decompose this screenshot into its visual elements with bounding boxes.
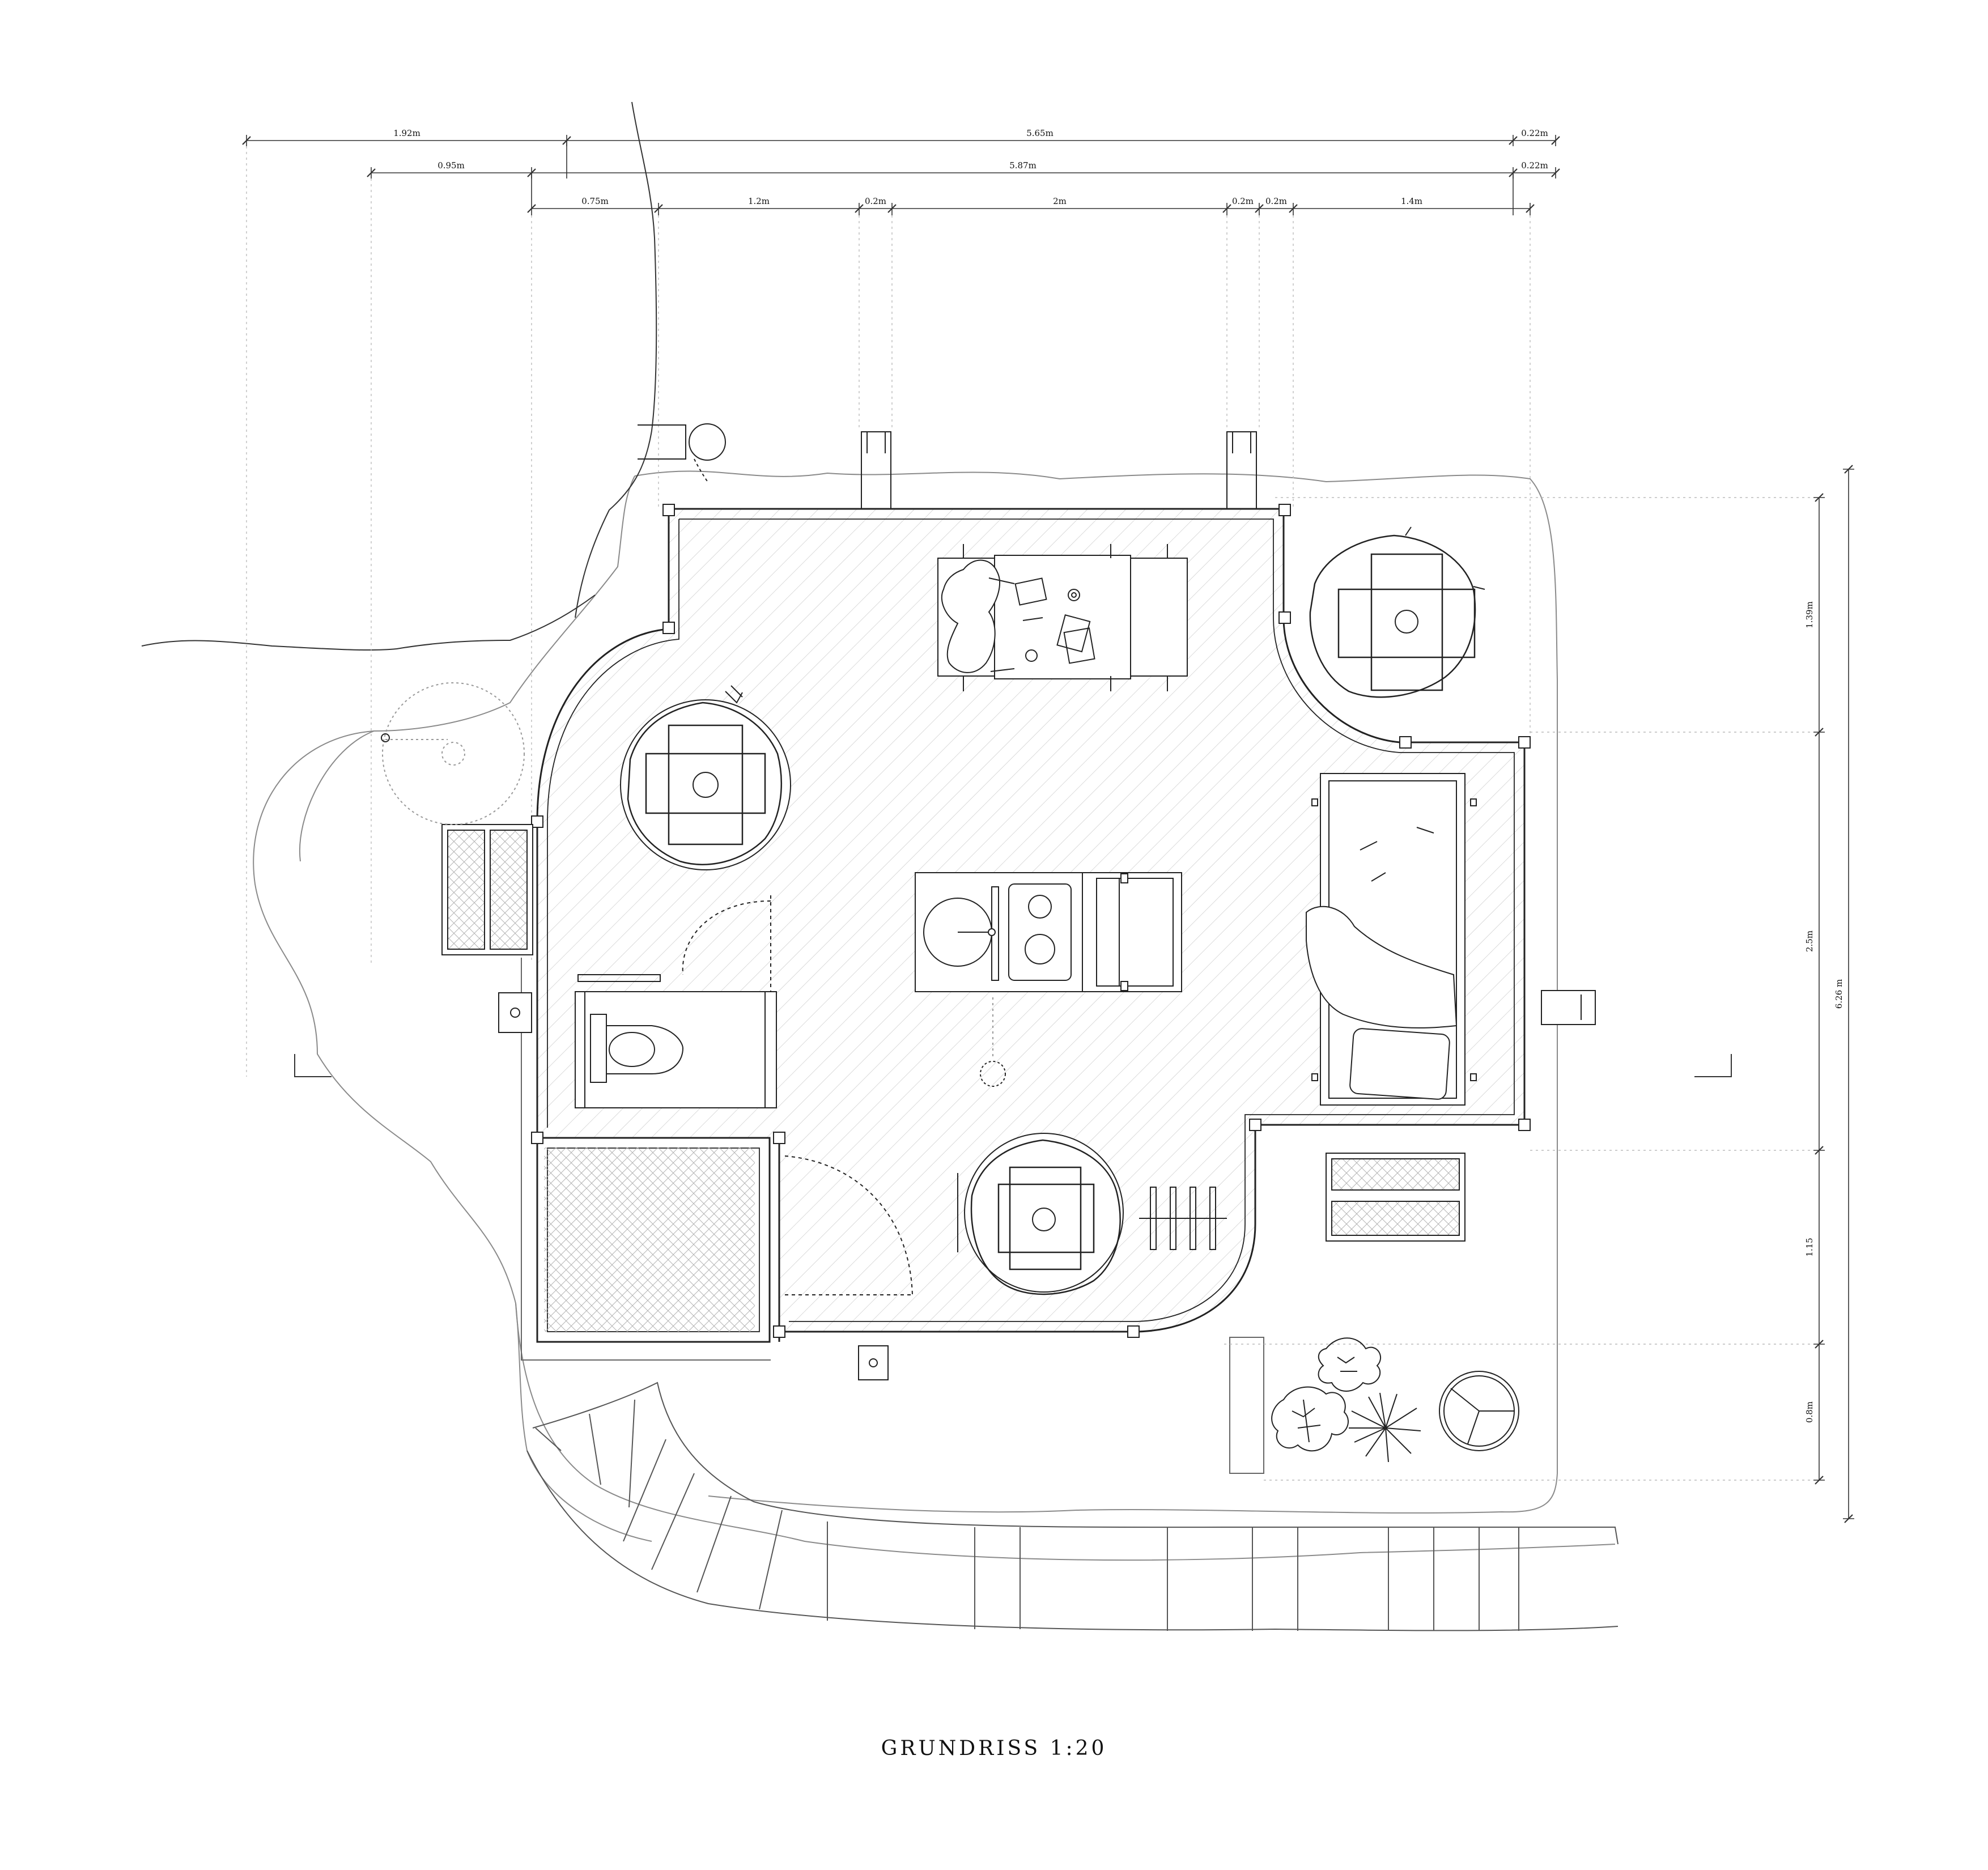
dim-label: 0.2m <box>1265 196 1287 206</box>
dim-label: 0.2m <box>865 196 886 206</box>
firewood-rack <box>1139 1187 1227 1250</box>
plant-icon <box>1271 1337 1421 1463</box>
drawing-title: GRUNDRISS 1:20 <box>881 1737 1107 1760</box>
section-markers <box>294 1054 1732 1077</box>
bathroom <box>544 895 1006 1332</box>
dim-label: 5.87m <box>1009 160 1037 171</box>
person-at-desk-icon <box>941 559 1015 673</box>
toilet-icon <box>590 1014 684 1083</box>
dim-label: 0.75m <box>581 196 609 206</box>
tree-trunk-icon <box>620 526 1485 1295</box>
bed-icon <box>1306 773 1477 1106</box>
top-openings <box>638 423 1257 509</box>
exterior-deck <box>521 958 1264 1474</box>
dim-label: 0.2m <box>1232 196 1254 206</box>
exterior-walls <box>536 508 1526 1343</box>
dim-label: 1.4m <box>1401 196 1422 206</box>
dimension-lines <box>242 135 1854 1523</box>
terrain-outline <box>253 470 1616 1561</box>
dim-label: 6.26 m <box>1834 979 1844 1009</box>
stairs-icon <box>526 1382 1619 1631</box>
kitchen-sink-icon <box>923 886 999 981</box>
dim-label: 1.92m <box>393 128 420 138</box>
garden-features <box>381 682 1519 1451</box>
dim-label: 1.2m <box>748 196 770 206</box>
cliff-lines <box>141 101 657 651</box>
benches <box>441 824 1596 1380</box>
dim-label: 2m <box>1053 196 1067 206</box>
kitchen-island <box>915 872 1182 992</box>
dim-label: 0.22m <box>1521 160 1548 171</box>
wall-posts <box>531 504 1531 1338</box>
stove-icon <box>1008 883 1072 981</box>
dim-label: 0.95m <box>437 160 465 171</box>
dim-label: 1.39m <box>1804 601 1815 628</box>
dim-label: 2.5m <box>1804 930 1815 952</box>
dimension-labels: 1.92m 5.65m 0.22m 0.95m 5.87m 0.22m 0.75… <box>393 128 1844 1423</box>
dim-label: 0.22m <box>1521 128 1548 138</box>
dim-label: 1.15 <box>1804 1238 1815 1256</box>
dim-label: 5.65m <box>1026 128 1054 138</box>
dim-label: 0.8m <box>1804 1401 1815 1423</box>
